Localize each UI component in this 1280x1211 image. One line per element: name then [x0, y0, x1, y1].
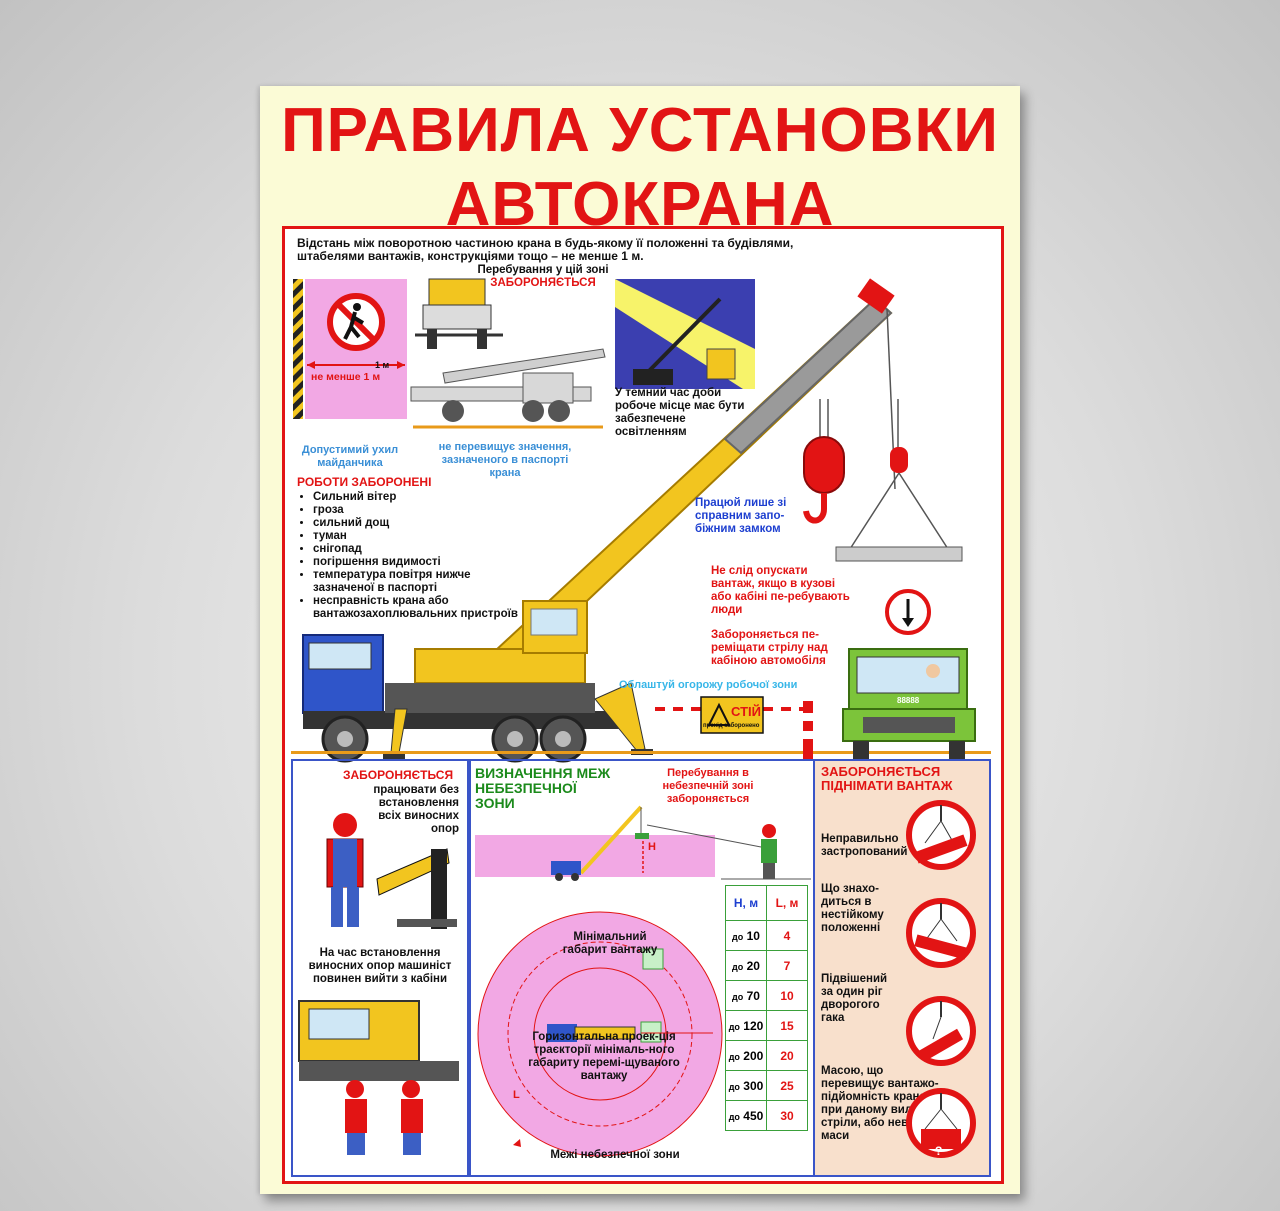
clearance-illustration	[293, 278, 606, 429]
outriggers-heading: ЗАБОРОНЯЄТЬСЯ	[343, 768, 454, 782]
poster-title-line1: ПРАВИЛА УСТАНОВКИ	[281, 96, 999, 165]
lifting-heading: ЗАБОРОНЯЄТЬСЯ ПІДНІМАТИ ВАНТАЖ	[821, 764, 953, 793]
min-size-label: Мінімальний габарит вантажу	[562, 931, 658, 956]
no-boom-note: Забороняється пе-реміщати стрілу над каб…	[711, 629, 828, 667]
night-lighting-note: У темний час доби робоче місце має бути …	[615, 387, 745, 438]
unstable-load-sign-icon	[906, 898, 976, 968]
intro-text: Відстань між поворотною частиною крана в…	[297, 236, 794, 263]
no-lower-note: Не слід опускати вантаж, якщо в кузові а…	[711, 565, 850, 616]
lifting-item-2: Що знахо-диться в нестійкому положенні	[821, 883, 884, 934]
lifting-prohibition-signs	[906, 800, 976, 1158]
distance-small-label: 1 м	[375, 360, 390, 370]
slope-left-label: Допустимий ухил майданчика	[301, 444, 399, 469]
list-item: сильний дощ	[313, 517, 523, 530]
danger-zone-plan-illustration	[477, 911, 723, 1157]
night-lighting-illustration	[615, 279, 755, 389]
outriggers-panel	[291, 759, 471, 1177]
lifting-item-3: Підвішений за один ріг дворогого гака	[821, 973, 888, 1024]
no-lowering-sign-icon	[885, 589, 931, 635]
danger-zone-stay: Перебування в небезпечній зоні забороняє…	[662, 767, 754, 805]
list-item: несправність крана або вантажозахоплювал…	[313, 595, 523, 621]
table-header-row: H, м L, м	[725, 885, 808, 921]
list-item: Сильний вітер	[313, 491, 523, 504]
list-item: туман	[313, 530, 523, 543]
list-item: гроза	[313, 504, 523, 517]
worker-outrigger-illustration	[326, 813, 457, 929]
fence-note: Облаштуй огорожу робочої зони	[619, 679, 798, 691]
overweight-question-mark: ?	[935, 1144, 943, 1158]
lifting-item-1: Неправильно застропований	[821, 833, 908, 858]
main-crane-illustration	[302, 278, 896, 763]
slope-right-label: не перевищує значення, зазначеного в пас…	[438, 441, 572, 479]
truck-plate: 88888	[897, 696, 920, 705]
overweight-load-sign-icon	[906, 1088, 976, 1158]
workers-installing-illustration	[298, 1000, 459, 1155]
barrier-illustration	[655, 696, 815, 759]
works-forbidden-list: Сильний вітер гроза сильний дощ туман сн…	[297, 491, 523, 621]
poster-frame: Відстань між поворотною частиною крана в…	[282, 226, 1004, 1184]
danger-zone-heading: ВИЗНАЧЕННЯ МЕЖ НЕБЕЗПЕЧНОЇ ЗОНИ	[475, 765, 611, 811]
hooks-illustration	[803, 399, 963, 562]
list-item: погіршення видимості	[313, 556, 523, 569]
distance-label: не менше 1 м	[311, 371, 381, 383]
table-header-h: H, м	[725, 885, 767, 921]
stop-sign-word: СТІЙ	[731, 704, 761, 719]
works-forbidden-heading: РОБОТИ ЗАБОРОНЕНІ	[297, 475, 432, 489]
wrong-slinging-sign-icon	[906, 800, 976, 870]
danger-zone-l-letter: L	[513, 1089, 520, 1101]
list-item: снігопад	[313, 543, 523, 556]
one-horn-hook-sign-icon	[906, 996, 976, 1066]
projection-label: Горизонтальна проек-ція траєкторії мінім…	[528, 1031, 680, 1082]
outriggers-note: На час встановлення виносних опор машині…	[308, 947, 452, 985]
table-header-l: L, м	[766, 885, 808, 921]
outriggers-text: працювати без встановлення всіх виносних…	[373, 784, 459, 835]
danger-zone-bounds-label: Межі небезпечної зони	[550, 1149, 680, 1161]
ground-line	[291, 751, 991, 754]
stop-sign-sub: прохід заборонено	[703, 723, 760, 729]
danger-zone-h-letter: H	[648, 841, 656, 853]
zone-label: Перебування у цій зоні ЗАБОРОНЯЄТЬСЯ	[477, 264, 609, 289]
green-truck-illustration	[842, 648, 976, 767]
list-item: температура повітря нижче зазначеної в п…	[313, 569, 523, 595]
safety-poster: ПРАВИЛА УСТАНОВКИ АВТОКРАНА Відстань між…	[260, 86, 1020, 1194]
danger-zone-side-illustration	[475, 805, 811, 881]
hook-lock-note: Працюй лише зі справним запо-біжним замк…	[695, 497, 787, 535]
poster-title-line2: АВТОКРАНА	[445, 170, 835, 239]
